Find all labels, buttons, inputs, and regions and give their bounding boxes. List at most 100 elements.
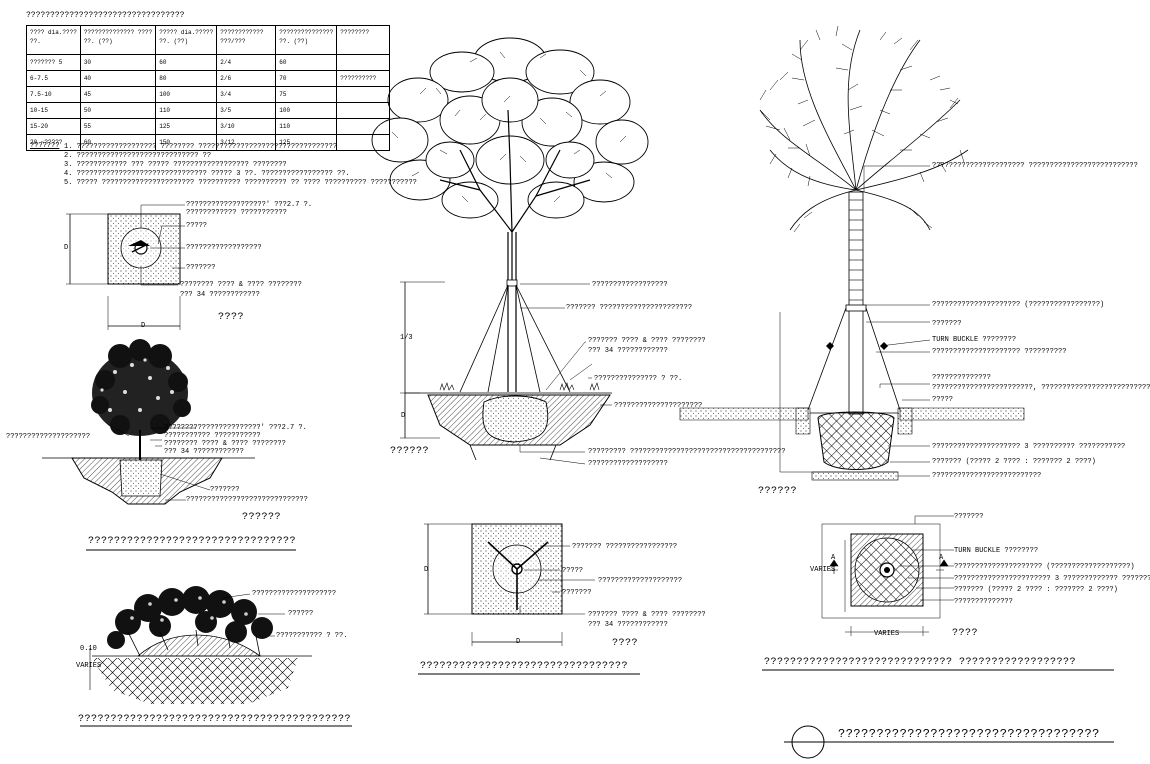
tree-plan [424,523,595,646]
callout-label: ??????? ?????????????????????? [566,304,693,312]
callout-label: ????????????????????????, ??????????????… [932,384,1150,392]
table-cell: 60 [79,134,157,151]
table-cell: 150 [155,134,218,151]
table-header-cell: ??. (??) [159,38,189,45]
dim-d-label: D [64,244,69,252]
note-item: 3. ???????????? ??? ????? ??????????????… [64,161,287,169]
table-cell: 10-15 [26,102,81,119]
table-cell: 80 [155,70,218,87]
spec-table-caption: ????????????????????????????????? [26,11,185,20]
table-cell: ?????????? [336,70,391,87]
dim-varies-label: VARIES [76,662,102,670]
table-cell: ??????? 5 [26,54,81,71]
callout-label: ??? 34 ???????????? [588,347,668,355]
callout-label: ?????????????????? [592,281,668,289]
callout-label: ??????????? ? ??. [276,632,348,640]
callout-label: ????????????????????? 3 ?????????? ?????… [932,443,1126,451]
section-caption: ?????? [242,512,282,523]
section-marker: A [831,554,836,562]
callout-label: ?????? [288,610,314,618]
sheet-title: ?????????????????????????????????? [838,727,1100,741]
table-cell [336,86,391,103]
table-header-cell: ????? dia.????? [159,29,214,36]
table-cell: 100 [155,86,218,103]
callout-label: ????????? ??????????????????????????????… [588,448,786,456]
palm-elevation [679,25,1025,481]
table-cell: 60 [275,54,338,71]
shrub-section [89,586,312,704]
table-cell: 3/5 [216,102,277,119]
ratio-label: 1/3 [400,334,413,342]
table-header-cell: ???/??? [220,38,246,45]
palm-plan [821,515,954,636]
table-cell: 60 [155,54,218,71]
callout-label: ??? 34 ???????????? [588,621,668,629]
table-cell [336,118,391,135]
callout-label: ???????????????????? [6,433,91,441]
callout-label: ?????????????????????????? [932,472,1042,480]
callout-label: ???????? ???? & ???? ???????? [180,281,302,289]
callout-label: ???????????????????' ???2.7 ?. [186,201,313,209]
callout-label: ????????????????????????????? [186,496,308,504]
callout-label: ??????????????? ? ??. [594,375,683,383]
callout-label: ??? 34 ???????????? [180,291,260,299]
table-cell: 2/6 [216,70,277,87]
callout-label: ???????? ???? & ???? ???????? [164,440,286,448]
callout-label: ??????? (????? 2 ???? : ??????? 2 ????) [932,458,1096,466]
table-header-cell: ??. [30,38,41,45]
callout-label: ????? [562,567,584,575]
dim-label: 0.10 [80,645,97,653]
callout-label: ??????? ???? & ???? ???????? [588,337,706,345]
note-item: 2. ????????????????????????????? ?? [64,152,212,160]
note-item: 1. ??????????????????? ???????? ????????… [64,143,338,151]
table-cell: 3/12 [216,134,277,151]
detail-title: ???????????????????????????????? [88,536,297,547]
notes-title: ??????? [30,142,60,150]
table-cell [336,102,391,119]
callout-label: ??????? ???? & ???? ???????? [588,611,706,619]
callout-label: ?????????????????? [186,244,262,252]
callout-label: ??? 34 ???????????? [164,448,244,456]
callout-label: ??????? [562,589,592,597]
table-cell: 7.5-10 [26,86,81,103]
table-cell: 2/4 [216,54,277,71]
callout-label: ??????? [186,264,216,272]
small-pit-plan [66,204,185,330]
detail-title: ????????????????????????????? ??????????… [764,657,1077,668]
table-header-cell: ??. (??) [279,38,309,45]
table-cell: 100 [275,102,338,119]
plan-caption: ???? [952,628,979,639]
callout-label: ???????????????????? [252,590,337,598]
table-cell: 55 [79,118,157,135]
table-cell: 30 [79,54,157,71]
callout-label: ??????????????????????? 3 ????????????? … [954,575,1150,583]
plan-caption: ???? [612,638,639,649]
dim-d-label: D [141,322,146,330]
callout-label: ???????????????????????' ???2.7 ?. [164,424,307,432]
callout-label: ????? [932,396,954,404]
table-header-cell: ??. (??) [83,38,113,45]
plan-caption: ???? [218,312,245,323]
dim-d-label: D [424,566,429,574]
table-cell: 125 [155,118,218,135]
table-header-row: ???? dia.??????. ?????????????? ??????. … [26,25,391,55]
dim-varies-label: VARIES [810,566,836,574]
callout-label: ????????????????????? (?????????????????… [932,301,1105,309]
callout-label: ?????????????????????? ?????????????????… [932,162,1138,170]
table-header-cell: ???????????? [220,29,264,36]
spec-table: ???? dia.??????. ?????????????? ??????. … [26,25,391,151]
small-tree-section [42,339,255,505]
callout-label: ??????? (????? 2 ???? : ??????? 2 ????) [954,586,1118,594]
callout-label: ???????????????????? [598,577,683,585]
table-cell: 40 [79,70,157,87]
tree-elevation [371,37,649,465]
table-cell: 125 [275,134,338,151]
callout-label: ???????????? ??????????? [186,209,287,217]
table-cell: 6-7.5 [26,70,81,87]
